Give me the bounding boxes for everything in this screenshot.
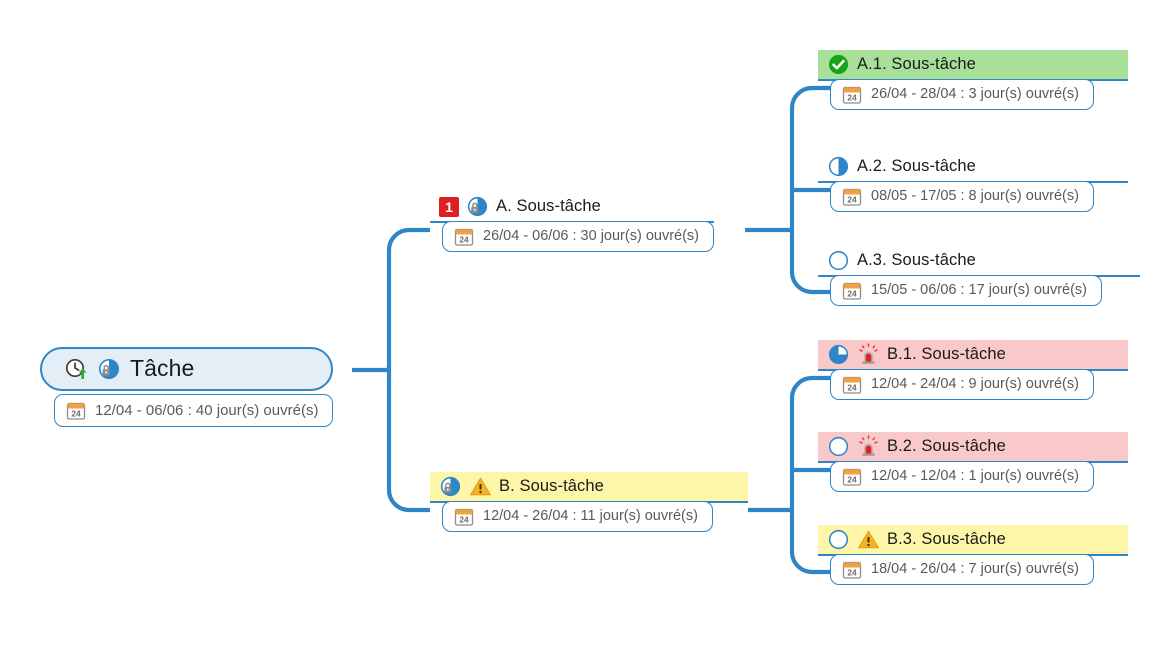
node-A-date-text: 26/04 - 06/06 : 30 jour(s) ouvré(s): [483, 227, 699, 244]
node-B[interactable]: B. Sous-tâche 24 12/04 - 26/04 : 11 jour…: [430, 472, 748, 532]
node-A-title: A. Sous-tâche: [496, 196, 601, 215]
node-B1[interactable]: B.1. Sous-tâche 24 12/04 - 24/04 : 9 jou…: [818, 340, 1128, 400]
node-A2-header[interactable]: A.2. Sous-tâche: [818, 152, 1128, 183]
node-B2-header[interactable]: B.2. Sous-tâche: [818, 432, 1128, 463]
warning-triangle-icon: [469, 475, 492, 498]
pie-progress-locked-icon: [439, 475, 462, 498]
svg-text:24: 24: [847, 288, 857, 298]
node-A3[interactable]: A.3. Sous-tâche 24 15/05 - 06/06 : 17 jo…: [818, 246, 1140, 306]
pie-progress-three-quarter-icon: [827, 343, 850, 366]
node-A1-datebox[interactable]: 24 26/04 - 28/04 : 3 jour(s) ouvré(s): [830, 79, 1094, 110]
node-A3-date-text: 15/05 - 06/06 : 17 jour(s) ouvré(s): [871, 281, 1087, 298]
node-A1-date-text: 26/04 - 28/04 : 3 jour(s) ouvré(s): [871, 85, 1079, 102]
node-A2-title: A.2. Sous-tâche: [857, 156, 976, 175]
check-circle-icon: [827, 53, 850, 76]
node-B3-date-text: 18/04 - 26/04 : 7 jour(s) ouvré(s): [871, 560, 1079, 577]
calendar-icon: 24: [66, 401, 86, 421]
calendar-icon: 24: [842, 467, 862, 487]
svg-text:24: 24: [847, 194, 857, 204]
calendar-icon: 24: [842, 281, 862, 301]
node-B-title: B. Sous-tâche: [499, 476, 604, 495]
pie-progress-locked-icon: [466, 195, 489, 218]
clock-up-arrow-icon: [64, 357, 88, 381]
svg-text:24: 24: [847, 567, 857, 577]
node-A3-title: A.3. Sous-tâche: [857, 250, 976, 269]
priority-1-badge: 1: [439, 196, 459, 217]
node-B-datebox[interactable]: 24 12/04 - 26/04 : 11 jour(s) ouvré(s): [442, 501, 713, 532]
calendar-icon: 24: [842, 187, 862, 207]
svg-text:24: 24: [459, 234, 469, 244]
calendar-icon: 24: [454, 227, 474, 247]
node-B2-datebox[interactable]: 24 12/04 - 12/04 : 1 jour(s) ouvré(s): [830, 461, 1094, 492]
node-A2-date-text: 08/05 - 17/05 : 8 jour(s) ouvré(s): [871, 187, 1079, 204]
node-B1-datebox[interactable]: 24 12/04 - 24/04 : 9 jour(s) ouvré(s): [830, 369, 1094, 400]
alarm-siren-icon: [857, 343, 880, 366]
node-A-header[interactable]: 1 A. Sous-tâche: [430, 192, 714, 223]
calendar-icon: 24: [842, 560, 862, 580]
node-root-date-text: 12/04 - 06/06 : 40 jour(s) ouvré(s): [95, 401, 319, 419]
alarm-siren-icon: [857, 435, 880, 458]
node-root[interactable]: Tâche 24 12/04 - 06/06 : 40 jour(s) ouvr…: [40, 347, 334, 427]
node-root-header[interactable]: Tâche: [40, 347, 334, 391]
pie-progress-half-icon: [827, 155, 850, 178]
node-A1-header[interactable]: A.1. Sous-tâche: [818, 50, 1128, 81]
node-A3-header[interactable]: A.3. Sous-tâche: [818, 246, 1140, 277]
node-B3-header[interactable]: B.3. Sous-tâche: [818, 525, 1128, 556]
node-B2-title: B.2. Sous-tâche: [887, 436, 1006, 455]
link-trunk-bracket: [386, 227, 430, 513]
calendar-icon: 24: [842, 85, 862, 105]
node-B-header[interactable]: B. Sous-tâche: [430, 472, 748, 503]
node-B1-title: B.1. Sous-tâche: [887, 344, 1006, 363]
calendar-icon: 24: [842, 375, 862, 395]
node-B3-title: B.3. Sous-tâche: [887, 529, 1006, 548]
node-B3[interactable]: B.3. Sous-tâche 24 18/04 - 26/04 : 7 jou…: [818, 525, 1128, 585]
pie-progress-empty-icon: [827, 528, 850, 551]
pie-progress-empty-icon: [827, 435, 850, 458]
node-A3-datebox[interactable]: 24 15/05 - 06/06 : 17 jour(s) ouvré(s): [830, 275, 1102, 306]
node-A2-datebox[interactable]: 24 08/05 - 17/05 : 8 jour(s) ouvré(s): [830, 181, 1094, 212]
calendar-icon: 24: [454, 507, 474, 527]
svg-text:24: 24: [847, 92, 857, 102]
svg-text:24: 24: [847, 474, 857, 484]
node-B1-header[interactable]: B.1. Sous-tâche: [818, 340, 1128, 371]
warning-triangle-icon: [857, 528, 880, 551]
node-root-title: Tâche: [130, 355, 195, 381]
node-B2[interactable]: B.2. Sous-tâche 24 12/04 - 12/04 : 1 jou…: [818, 432, 1128, 492]
svg-text:24: 24: [459, 514, 469, 524]
node-A1[interactable]: A.1. Sous-tâche 24 26/04 - 28/04 : 3 jou…: [818, 50, 1128, 110]
node-A2[interactable]: A.2. Sous-tâche 24 08/05 - 17/05 : 8 jou…: [818, 152, 1128, 212]
pie-progress-locked-icon: [97, 357, 121, 381]
node-B2-date-text: 12/04 - 12/04 : 1 jour(s) ouvré(s): [871, 467, 1079, 484]
svg-text:24: 24: [71, 408, 81, 418]
node-B3-datebox[interactable]: 24 18/04 - 26/04 : 7 jour(s) ouvré(s): [830, 554, 1094, 585]
svg-text:24: 24: [847, 382, 857, 392]
node-B1-date-text: 12/04 - 24/04 : 9 jour(s) ouvré(s): [871, 375, 1079, 392]
node-root-datebox[interactable]: 24 12/04 - 06/06 : 40 jour(s) ouvré(s): [54, 394, 334, 427]
node-A-datebox[interactable]: 24 26/04 - 06/06 : 30 jour(s) ouvré(s): [442, 221, 714, 252]
node-B-date-text: 12/04 - 26/04 : 11 jour(s) ouvré(s): [483, 507, 698, 524]
node-A1-title: A.1. Sous-tâche: [857, 54, 976, 73]
pie-progress-empty-icon: [827, 249, 850, 272]
node-A[interactable]: 1 A. Sous-tâche 24 26/04 -: [430, 192, 714, 252]
